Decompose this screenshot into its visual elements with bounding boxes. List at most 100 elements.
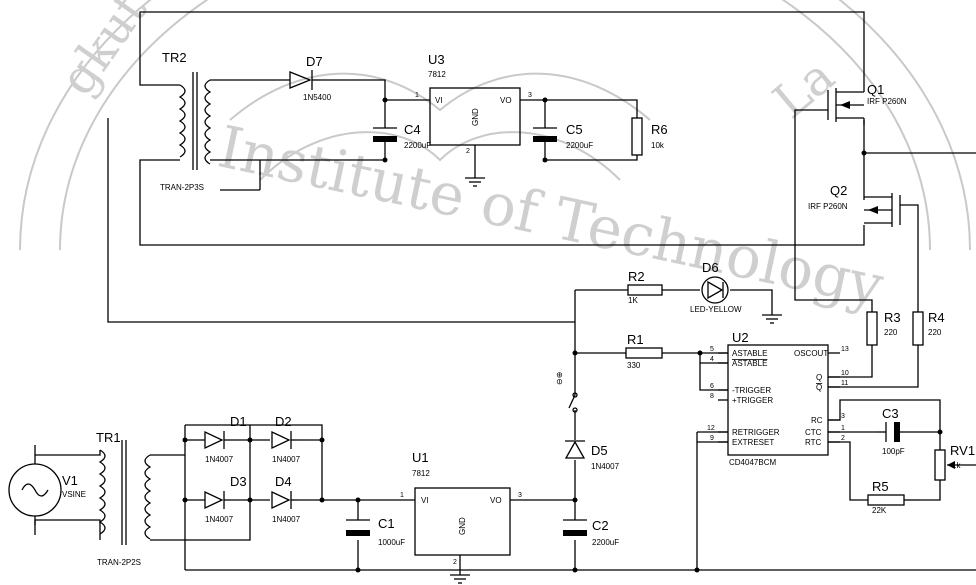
r6-value: 10k	[651, 141, 665, 150]
regulator-u1[interactable]: U1 7812 VI VO GND 1 3 2	[400, 450, 522, 566]
d3-ref: D3	[230, 474, 247, 489]
mosfet-q2[interactable]: Q2 IRF P260N	[808, 183, 901, 227]
u2-label-ctc: CTC	[805, 428, 822, 437]
c4-ref: C4	[404, 122, 421, 137]
u2-pin-9: 9	[710, 435, 714, 442]
resistor-r1[interactable]: R1 330	[625, 332, 663, 370]
u3-ref: U3	[428, 52, 445, 67]
tr2-ref: TR2	[162, 50, 187, 65]
capacitor-c1[interactable]: C1 1000uF	[346, 516, 405, 547]
potentiometer-rv1[interactable]: RV1 1k	[934, 443, 975, 481]
capacitor-c5[interactable]: C5 2200uF	[533, 122, 593, 150]
d4-value: 1N4007	[272, 515, 301, 524]
u3-pin-in: 1	[415, 92, 419, 99]
u1-pin-in: 1	[400, 492, 404, 499]
u2-pin-10: 10	[841, 370, 849, 377]
r4-ref: R4	[928, 310, 945, 325]
u3-value: 7812	[428, 70, 446, 79]
u2-pin-1: 1	[841, 425, 845, 432]
r2-ref: R2	[628, 269, 645, 284]
c3-ref: C3	[882, 406, 899, 421]
d6-ref: D6	[702, 260, 719, 275]
u3-pin-out: 3	[528, 92, 532, 99]
c5-value: 2200uF	[566, 141, 593, 150]
u2-label-rtc: RTC	[805, 438, 822, 447]
u1-gnd: GND	[458, 517, 467, 535]
resistor-r3[interactable]: R3 220	[866, 310, 901, 346]
ground-u3	[465, 177, 485, 187]
tr1-value: TRAN-2P2S	[97, 558, 141, 567]
u1-value: 7812	[412, 469, 430, 478]
ground-u1	[450, 574, 470, 584]
regulator-u3[interactable]: U3 7812 VI VO GND 1 3 2	[415, 52, 532, 155]
watermark-text-left: gkut	[49, 0, 158, 105]
q2-value: IRF P260N	[808, 202, 848, 211]
r4-value: 220	[928, 328, 942, 337]
v1-ref: V1	[62, 473, 78, 488]
resistor-r2[interactable]: R2 1K	[627, 269, 663, 305]
capacitor-c3[interactable]: C3 100pF	[875, 406, 905, 456]
u2-label-q: Q	[816, 373, 822, 382]
rv1-ref: RV1	[950, 443, 975, 458]
diode-d7[interactable]: D7 1N5400	[289, 54, 332, 102]
r5-ref: R5	[872, 479, 889, 494]
watermark-text-right: La	[763, 48, 845, 130]
d1-value: 1N4007	[205, 455, 234, 464]
u2-pin-6: 6	[710, 383, 714, 390]
switch-symbol: ⊖⊕	[555, 372, 564, 385]
u2-label-rc: RC	[811, 416, 823, 425]
u2-pin-4: 4	[710, 356, 714, 363]
u2-label-astable: ASTABLE	[732, 349, 767, 358]
d5-value: 1N4007	[591, 462, 620, 471]
c2-value: 2200uF	[592, 538, 619, 547]
ground-led	[762, 314, 782, 324]
transformer-tr1[interactable]: TR1 TRAN-2P2S	[96, 430, 152, 567]
diode-d5[interactable]: D5 1N4007	[564, 440, 620, 471]
u2-pin-2: 2	[841, 435, 845, 442]
u1-vo: VO	[490, 496, 502, 505]
u2-label-ptrigger: +TRIGGER	[732, 396, 773, 405]
capacitor-c2[interactable]: C2 2200uF	[563, 518, 619, 547]
d6-value: LED-YELLOW	[690, 305, 742, 314]
c5-ref: C5	[566, 122, 583, 137]
diode-d3[interactable]: D3 1N4007	[204, 474, 247, 524]
mosfet-q1[interactable]: Q1 IRF P260N	[827, 82, 907, 125]
diode-d2[interactable]: D2 1N4007	[271, 414, 301, 464]
u2-pin-13: 13	[841, 346, 849, 353]
r2-value: 1K	[628, 296, 638, 305]
q1-value: IRF P260N	[867, 97, 907, 106]
u2-label-retrigger: RETRIGGER	[732, 428, 780, 437]
u2-pin-3: 3	[841, 413, 845, 420]
u2-pin-12: 12	[707, 425, 715, 432]
rv1-value: 1k	[952, 461, 961, 470]
wires	[34, 11, 976, 575]
diode-d1[interactable]: D1 1N4007	[204, 414, 247, 464]
d4-ref: D4	[275, 474, 292, 489]
diode-d4[interactable]: D4 1N4007	[271, 474, 301, 524]
u2-pin-5: 5	[710, 346, 714, 353]
u2-value: CD4047BCM	[729, 458, 776, 467]
d2-value: 1N4007	[272, 455, 301, 464]
resistor-r5[interactable]: R5 22K	[867, 479, 920, 515]
u2-ref: U2	[732, 330, 749, 345]
c4-value: 2200uF	[404, 141, 431, 150]
u1-pin-gnd: 2	[453, 559, 457, 566]
r3-value: 220	[884, 328, 898, 337]
switch[interactable]: ⊖⊕	[555, 372, 578, 413]
d7-value: 1N5400	[303, 93, 332, 102]
tr1-ref: TR1	[96, 430, 121, 445]
u1-ref: U1	[412, 450, 429, 465]
d3-value: 1N4007	[205, 515, 234, 524]
resistor-r4[interactable]: R4 220	[912, 310, 945, 346]
transformer-tr2[interactable]: TR2 TRAN-2P3S	[160, 50, 212, 192]
led-d6[interactable]: D6 LED-YELLOW	[690, 260, 742, 314]
source-v1[interactable]: V1 VSINE	[8, 455, 86, 525]
resistor-r6[interactable]: R6 10k	[631, 117, 668, 156]
capacitor-c4[interactable]: C4 2200uF	[373, 122, 431, 150]
ic-u2[interactable]: U2 CD4047BCM 5 4 6 8 12 9 ASTABLE ASTABL…	[707, 330, 849, 467]
tr2-value: TRAN-2P3S	[160, 183, 204, 192]
u2-pin-8: 8	[710, 393, 714, 400]
d7-ref: D7	[306, 54, 323, 69]
